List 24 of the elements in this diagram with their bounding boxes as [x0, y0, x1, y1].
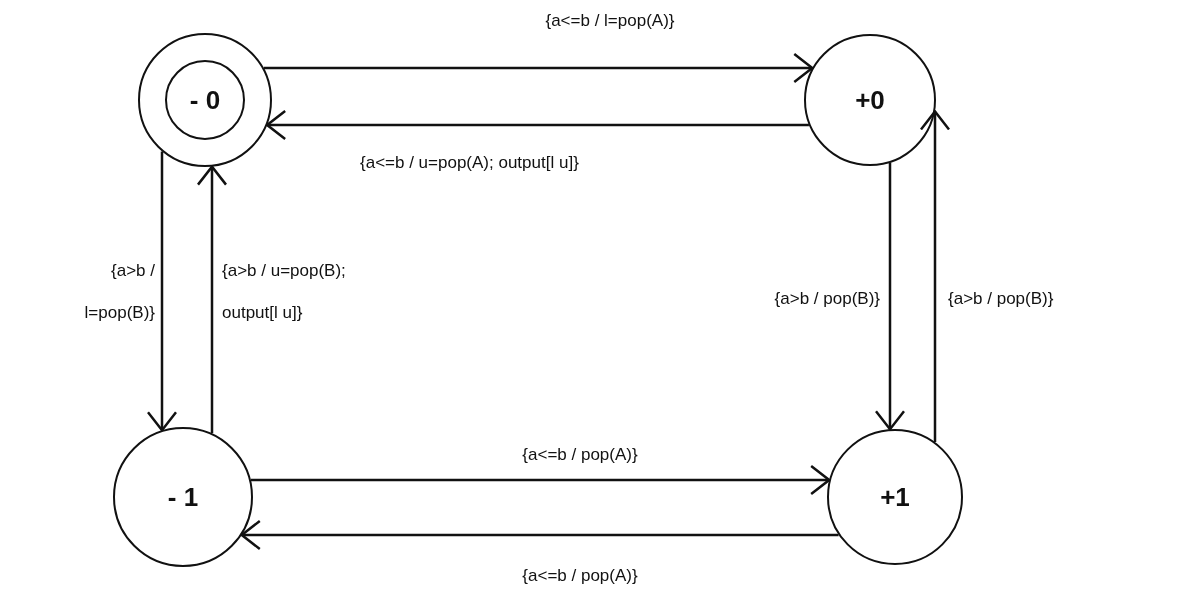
transition-arrow: [240, 519, 839, 551]
transition-label: {a<=b / l=pop(A)}: [544, 10, 676, 32]
final-state-circle: [138, 33, 272, 167]
transition-label: {a<=b / u=pop(A); output[l u]}: [360, 152, 580, 174]
state-label: - 1: [167, 481, 199, 513]
transition-label: {a>b / u=pop(B); output[l u]}: [222, 260, 347, 324]
transition-label: {a>b / l=pop(B)}: [83, 260, 155, 324]
transition-arrow: [919, 110, 951, 442]
state-circle: [827, 429, 963, 565]
state-label: - 0: [189, 84, 221, 116]
transition-label: {a>b / pop(B)}: [948, 288, 1055, 310]
transition-label: {a<=b / pop(A)}: [521, 444, 639, 466]
transition-arrow: [265, 109, 809, 141]
transition-label: {a>b / pop(B)}: [773, 288, 880, 310]
state-circle: [113, 427, 253, 567]
state-label: +0: [855, 84, 885, 116]
transition-arrow: [874, 162, 906, 431]
transition-arrow: [250, 464, 831, 496]
transition-arrow: [196, 165, 228, 434]
transition-arrow: [146, 151, 178, 432]
transition-label: {a<=b / pop(A)}: [521, 565, 639, 587]
state-label: +1: [880, 481, 910, 513]
transition-arrow: [263, 52, 814, 84]
state-circle: [804, 34, 936, 166]
